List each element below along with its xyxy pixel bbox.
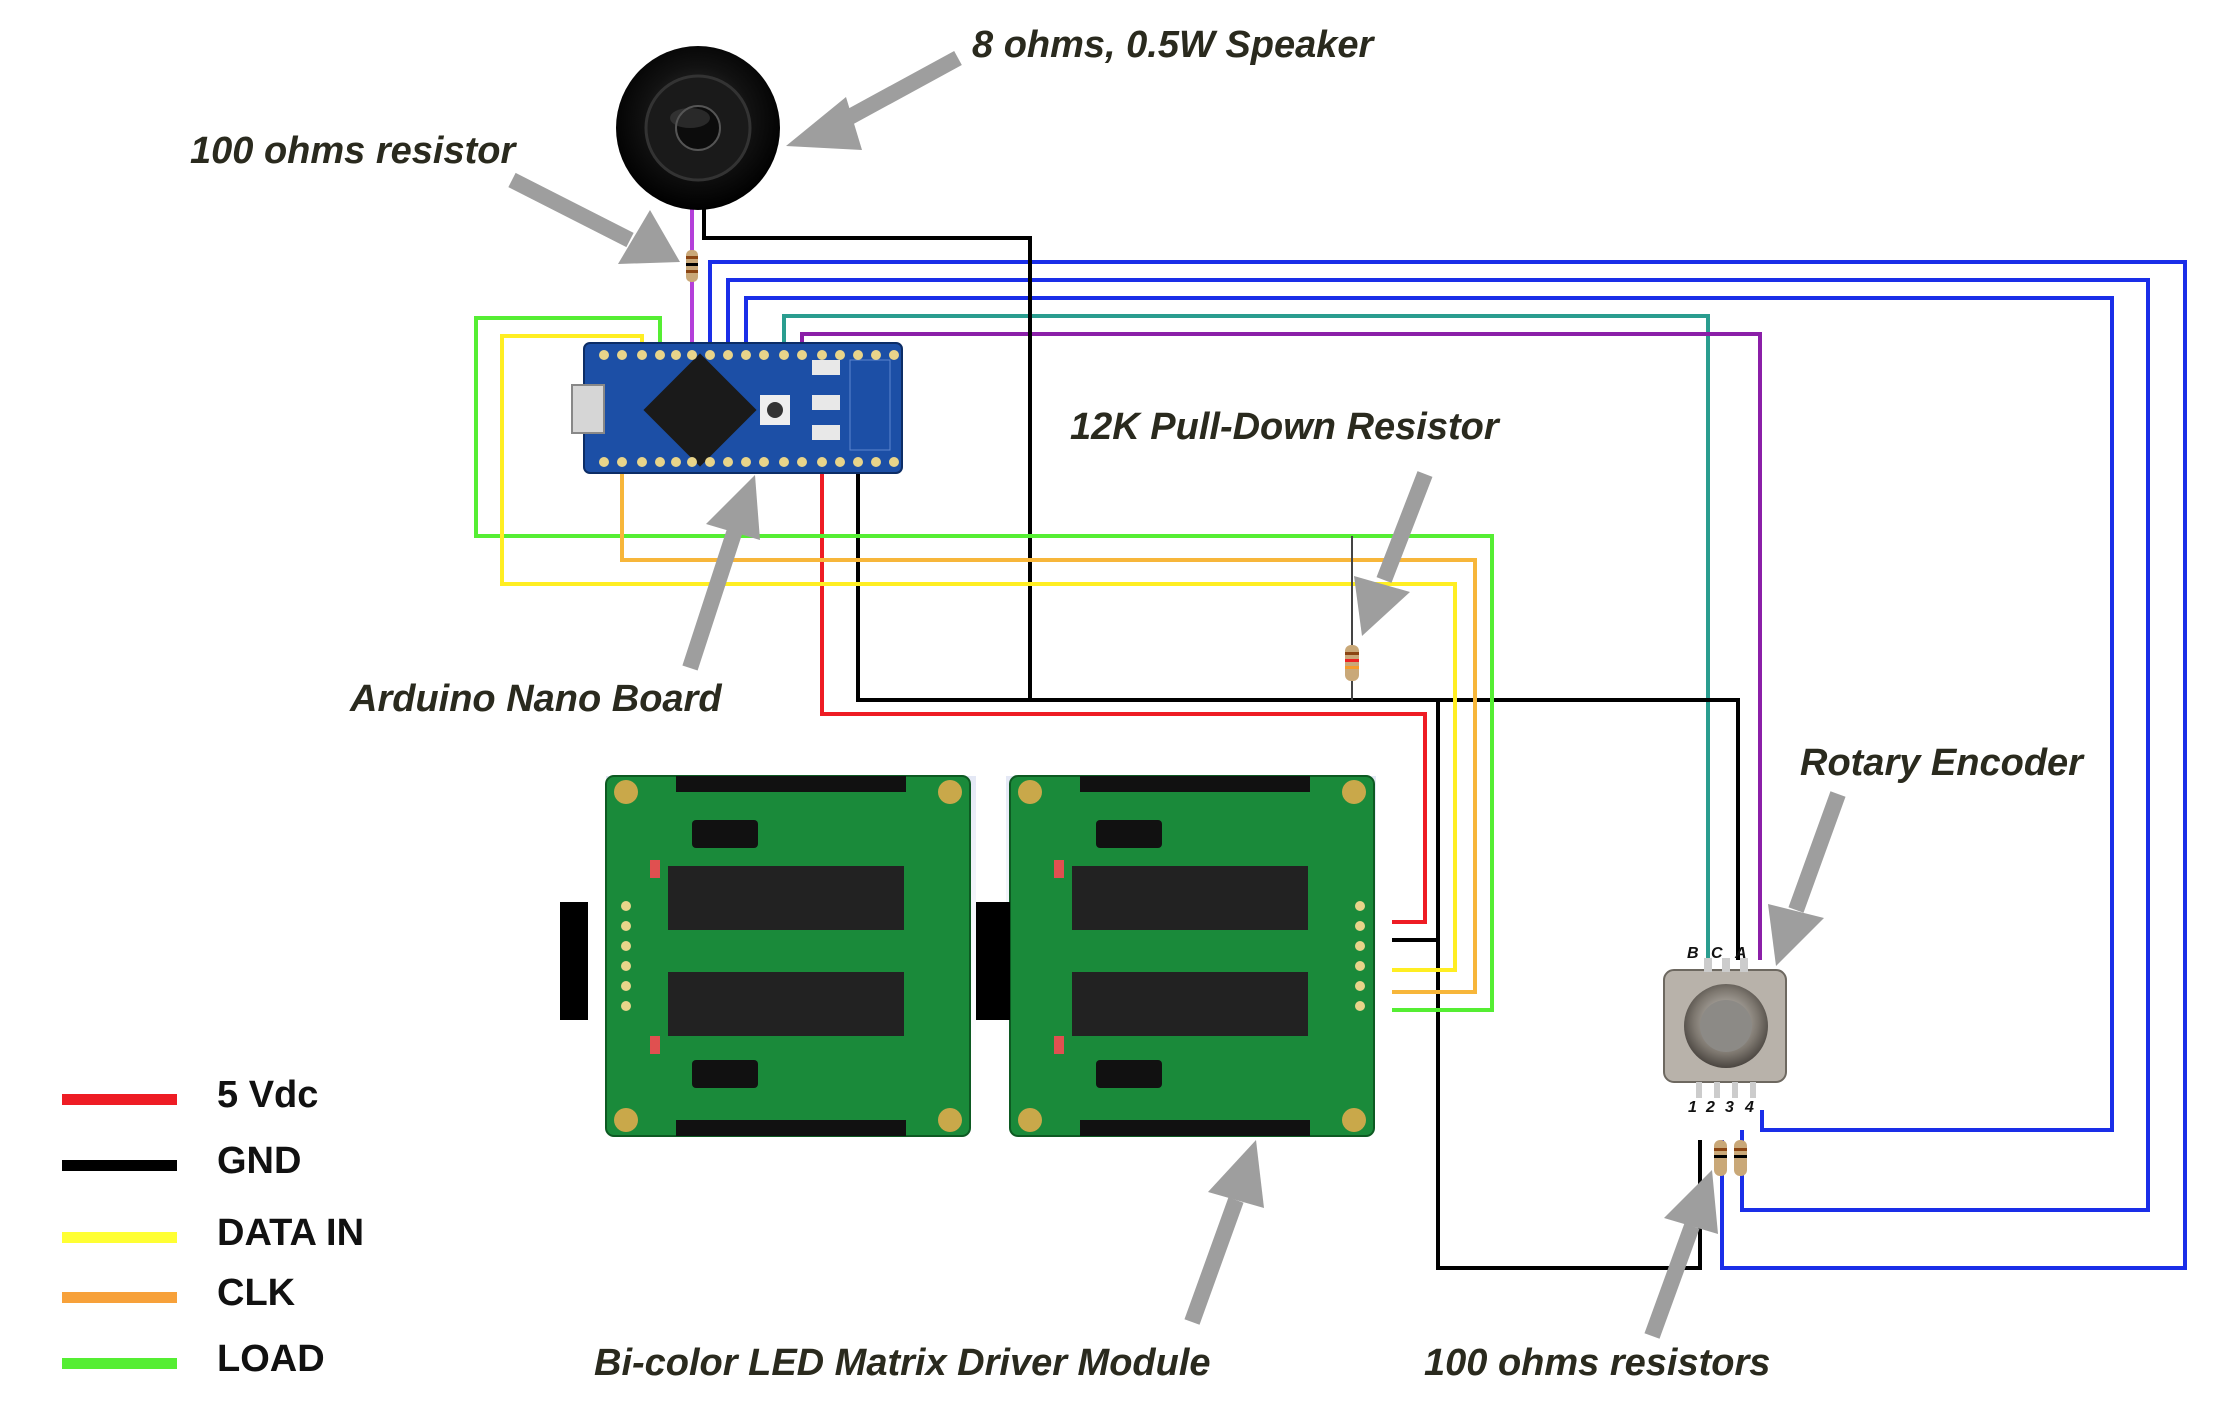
legend-label: CLK [217, 1272, 296, 1314]
wire-black-speaker [702, 205, 1032, 700]
legend-swatch-orange [62, 1292, 177, 1303]
arrow-arduino [682, 475, 760, 671]
encoder-pin-1: 1 [1688, 1099, 1697, 1116]
label-driver: Bi-color LED Matrix Driver Module [594, 1342, 1211, 1384]
resistors-encoder [1714, 1140, 1747, 1176]
callout-arrows [508, 50, 1846, 1339]
driver-module-1 [560, 775, 976, 1144]
legend-label: GND [217, 1140, 302, 1182]
encoder-pin-3: 3 [1725, 1099, 1734, 1116]
wire-black-gnd [856, 462, 1740, 960]
legend-item-clk: CLK [62, 1272, 402, 1322]
arrow-driver [1184, 1140, 1264, 1325]
legend-swatch-black [62, 1160, 177, 1171]
label-encoder: Rotary Encoder [1800, 742, 2083, 784]
wire-orange [620, 462, 1477, 994]
wire-black-gnd-2 [1436, 700, 1702, 1270]
rotary-encoder: B C A 1 2 3 4 [1663, 945, 1787, 1116]
arrow-speaker [786, 50, 962, 150]
encoder-pin-b: B [1687, 945, 1699, 962]
legend-item-gnd: GND [62, 1140, 402, 1190]
legend-item-5vdc: 5 Vdc [62, 1074, 402, 1124]
legend-item-load: LOAD [62, 1338, 402, 1388]
encoder-pin-2: 2 [1705, 1099, 1715, 1116]
arrow-encoder [1768, 791, 1846, 966]
encoder-pin-c: C [1711, 945, 1723, 962]
legend-label: LOAD [217, 1338, 325, 1380]
arrow-resistor [508, 172, 680, 264]
encoder-pin-4: 4 [1744, 1099, 1754, 1116]
wire-blue-1 [708, 260, 2187, 1270]
label-arduino: Arduino Nano Board [350, 678, 722, 720]
wire-blue-2 [726, 278, 2150, 1212]
driver-module-2 [976, 775, 1376, 1144]
arrow-resistors [1644, 1170, 1718, 1339]
wires [474, 205, 2187, 1270]
label-pulldown: 12K Pull-Down Resistor [1070, 406, 1499, 448]
arduino-nano [571, 342, 903, 474]
wire-teal [782, 314, 1710, 960]
legend-item-data-in: DATA IN [62, 1212, 402, 1262]
encoder-pin-a: A [1734, 945, 1747, 962]
wire-yellow [500, 334, 1457, 972]
legend-swatch-red [62, 1094, 177, 1105]
legend-swatch-yellow [62, 1232, 177, 1243]
wire-red [820, 462, 1427, 924]
arrow-pulldown [1354, 471, 1433, 636]
label-resistor: 100 ohms resistor [190, 130, 516, 172]
legend-label: 5 Vdc [217, 1074, 319, 1116]
label-speaker: 8 ohms, 0.5W Speaker [972, 24, 1374, 66]
label-resistors: 100 ohms resistors [1424, 1342, 1771, 1384]
legend-swatch-green [62, 1358, 177, 1369]
wire-blue-3 [744, 296, 2114, 1132]
legend-label: DATA IN [217, 1212, 365, 1254]
speaker [616, 46, 780, 210]
wire-green [474, 316, 1494, 1012]
resistor-pulldown [1345, 645, 1359, 681]
resistor-speaker [686, 250, 698, 282]
